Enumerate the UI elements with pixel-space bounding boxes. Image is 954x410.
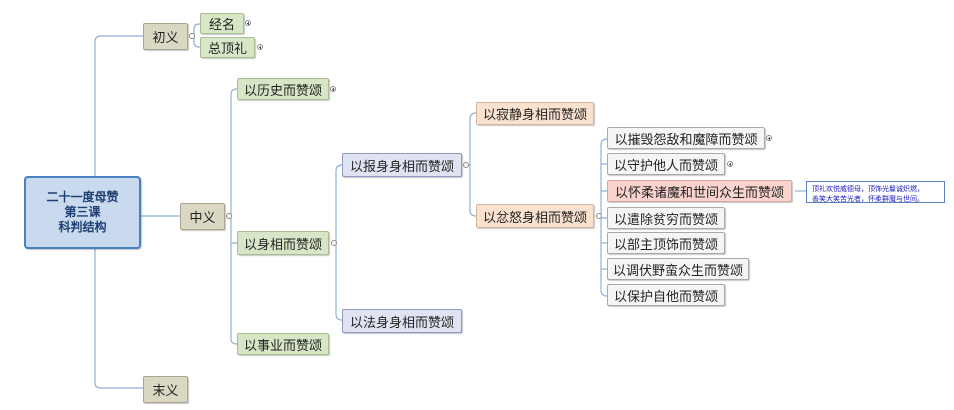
expand-zongdingli-icon[interactable]: [257, 44, 263, 50]
node-shenxiang[interactable]: 以身相而赞颂: [237, 231, 329, 255]
node-chuyi[interactable]: 初义: [143, 23, 188, 50]
node-baohu[interactable]: 以保护自他而赞颂: [607, 284, 725, 306]
node-buzhu[interactable]: 以部主顶饰而赞颂: [607, 232, 725, 254]
node-moyi[interactable]: 末义: [143, 376, 188, 403]
node-cuihui[interactable]: 以摧毁怨敌和魔障而赞颂: [607, 127, 765, 149]
root-title: 二十一度母赞: [46, 190, 119, 204]
node-qianchu[interactable]: 以遣除贫穷而赞颂: [607, 207, 725, 229]
node-huairou[interactable]: 以怀柔诸魔和世间众生而赞颂: [607, 180, 792, 202]
node-lishi[interactable]: 以历史而赞颂: [237, 78, 329, 100]
link-chuyi-children: [192, 23, 200, 48]
node-fennu[interactable]: 以忿怒身相而赞颂: [476, 204, 594, 228]
node-fashen[interactable]: 以法身身相而赞颂: [342, 309, 462, 333]
node-jingming[interactable]: 经名: [200, 13, 244, 34]
expand-jingming-icon[interactable]: [245, 20, 251, 26]
collapse-baoshen-icon[interactable]: [463, 162, 469, 168]
node-zhongyi[interactable]: 中义: [180, 203, 225, 230]
root-subtitle: 第三课: [64, 205, 101, 219]
collapse-shenxiang-icon[interactable]: [331, 240, 337, 246]
node-zongdingli[interactable]: 总顶礼: [200, 37, 255, 58]
link-root-moyi: [94, 249, 143, 389]
expand-lishi-icon[interactable]: [330, 86, 336, 92]
node-huairou-note[interactable]: 顶礼欢悦威德母，顶饰光鬘诚炽燃， 善笑大笑苦光者，怀柔群魔与世间。: [806, 181, 945, 203]
link-root-chuyi: [94, 35, 143, 178]
note-line-1: 顶礼欢悦威德母，顶饰光鬘诚炽燃，: [812, 185, 924, 193]
root-caption: 科判结构: [58, 220, 107, 234]
collapse-chuyi-icon[interactable]: [189, 33, 195, 39]
node-tiaofu[interactable]: 以调伏野蛮众生而赞颂: [607, 258, 749, 280]
note-line-2: 善笑大笑苦光者，怀柔群魔与世间。: [812, 195, 924, 203]
expand-cuihui-icon[interactable]: [766, 135, 772, 141]
node-shiye[interactable]: 以事业而赞颂: [237, 333, 329, 355]
node-jijing[interactable]: 以寂静身相而赞颂: [476, 102, 594, 125]
node-shouhu[interactable]: 以守护他人而赞颂: [607, 153, 725, 175]
expand-shouhu-icon[interactable]: [727, 161, 733, 167]
root-node[interactable]: 二十一度母赞 第三课 科判结构: [24, 176, 141, 249]
node-baoshen[interactable]: 以报身身相而赞颂: [342, 153, 462, 177]
collapse-fennu-icon[interactable]: [596, 213, 602, 219]
collapse-zhongyi-icon[interactable]: [226, 213, 232, 219]
